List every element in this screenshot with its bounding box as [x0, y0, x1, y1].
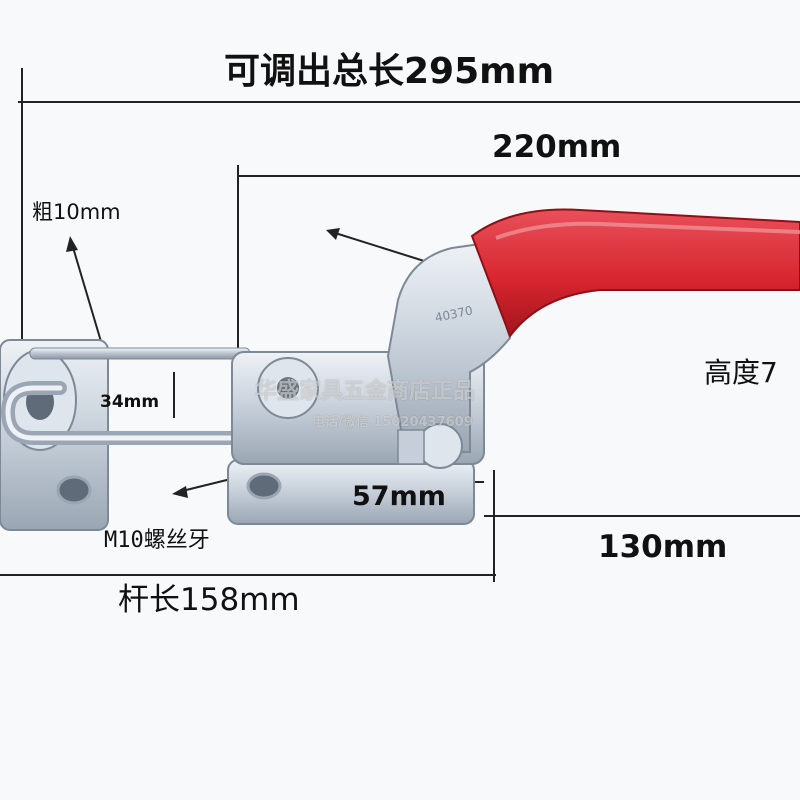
label-height: 高度7	[704, 356, 778, 389]
arrow-heads	[66, 228, 340, 498]
label-rod-length: 杆长158mm	[118, 582, 300, 618]
label-thread: M10螺丝牙	[104, 528, 210, 553]
watermark-shop: 华盛家具五金商店正品	[255, 379, 476, 404]
lever-arm	[386, 242, 512, 469]
label-total-length: 可调出总长295mm	[224, 51, 555, 92]
label-length-220: 220mm	[492, 129, 622, 165]
label-length-130: 130mm	[598, 529, 728, 565]
label-gap-34: 34mm	[100, 392, 160, 412]
label-thickness: 粗10mm	[32, 200, 121, 224]
label-length-57: 57mm	[352, 481, 446, 512]
red-handle	[470, 208, 800, 339]
watermark-phone: 电话/微信 15020437609	[312, 415, 473, 430]
